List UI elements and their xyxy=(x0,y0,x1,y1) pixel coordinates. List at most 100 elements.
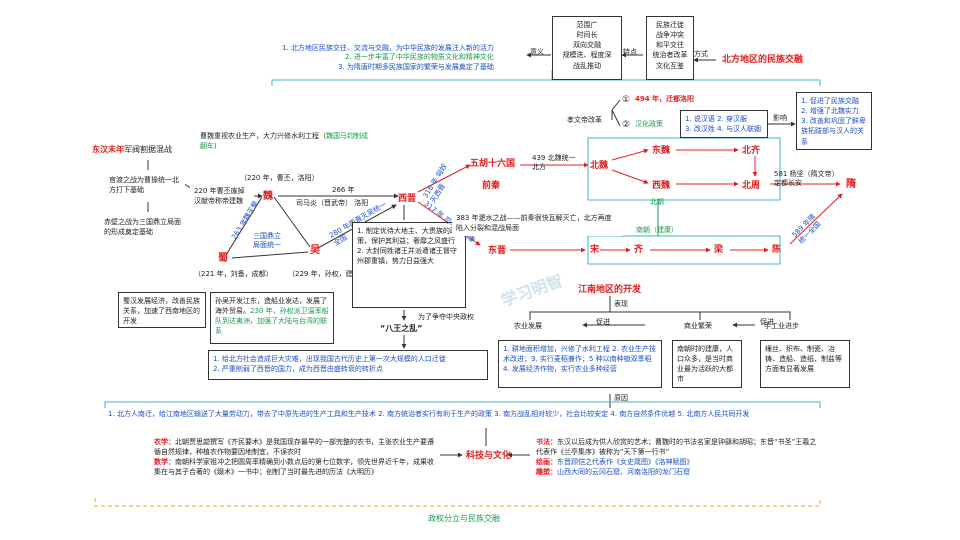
footer-title: 政权分立与民族交融 xyxy=(428,514,500,523)
xijin-node: 西晋 xyxy=(398,194,417,204)
shougong-box: 缫丝、织布、制瓷、冶铸、造船、造纸、制盐等方面有显著发展 xyxy=(760,340,850,388)
shougong-text: 缫丝、织布、制瓷、冶铸、造船、造纸、制盐等方面有显著发展 xyxy=(765,345,842,374)
fangshi-item: 统治者改革 xyxy=(652,51,688,60)
nongxue-label: 农学： xyxy=(154,438,175,446)
wu-dev-text: 孙吴开发江东，造船业发达，发展了海外贸易。 xyxy=(215,297,327,316)
beiwei-node: 北魏 xyxy=(590,161,609,171)
reform-item: 1. 说汉语 2. 穿汉服 xyxy=(685,115,748,123)
sui-node: 隋 xyxy=(846,179,856,190)
effect-label: 影响 xyxy=(773,114,787,122)
y581: 581 杨坚（隋文帝）定都长安 xyxy=(774,170,836,188)
shufa-label: 书法： xyxy=(536,438,557,446)
beiqi-node: 北齐 xyxy=(742,146,761,156)
xijin-item: 1. 制定优待大地主、大贵族的政策，保护其利益；奢靡之风盛行 xyxy=(357,227,457,246)
feishui-text: 383 年淝水之战——前秦很快瓦解灭亡，北方再度陷入分裂和混战局面 xyxy=(452,210,622,237)
bei-label: 北朝 xyxy=(650,198,664,206)
shu-dev: 蜀汉发展经济，改善民族关系，加速了西南地区的开发 xyxy=(118,292,206,328)
chibi-text: 赤壁之战为三国鼎立局面的形成奠定基础 xyxy=(100,214,186,241)
tk-center: 三国鼎立局面统一 xyxy=(253,232,281,250)
era-name: 东汉末年 xyxy=(92,145,124,154)
wu-date: （229 年，孙权，建业） xyxy=(288,270,367,278)
fangshi-item: 战争冲突 xyxy=(656,31,684,40)
result-item: 2. 严重削弱了西晋的国力，成为西晋由盛转衰的转折点 xyxy=(213,365,383,374)
wu-dev: 孙吴开发江东，造船业发达，发展了海外贸易。230 年，孙权派卫温率船队到达夷洲，… xyxy=(210,292,334,344)
diaosu-text: 山西大同的云冈石窟、河南洛阳的龙门石窟 xyxy=(557,468,690,477)
yuanyin-label: 原因 xyxy=(614,394,628,402)
result-item: 1. 给北方社会造成巨大灾难，出现我国古代历史上第一次大规模的人口迁徙 xyxy=(213,355,446,363)
jin-year: 266 年 xyxy=(332,186,355,194)
qianqin-node: 前秦 xyxy=(482,181,501,191)
tedian-item: 规模迭、程度深 xyxy=(562,51,612,60)
shufa-text: 东汉以后成为供人欣赏的艺术；曹魏时的书法名家是钟繇和胡昭；东晋“书圣”王羲之代表… xyxy=(536,438,817,457)
reform-item: 3. 改汉姓 4. 与汉人联姻 xyxy=(685,125,762,134)
wu-node: 吴 xyxy=(310,245,320,256)
guandu-text: 官渡之战为曹操统一北方打下基础 xyxy=(105,172,185,199)
tedian-label: 特点 xyxy=(623,48,637,56)
yiyi-label: 意义 xyxy=(530,48,544,56)
tedian-item: 时间长 xyxy=(576,31,598,40)
reform-items: 1. 说汉语 2. 穿汉服 3. 改汉姓 4. 与汉人联姻 xyxy=(680,110,768,138)
yiyi-item: 3. 为隋唐时期多民族国家的繁荣与发展奠定了基础 xyxy=(338,62,494,71)
culture-left: 农学：北朝贾思勰撰写《齐民要术》是我国现存最早的一部完整的农书，主张农业生产要遵… xyxy=(150,434,438,486)
tedian-box: 范围广 时间长 双向交融 规模迭、程度深 战乱推动 xyxy=(552,16,622,80)
xijin-results: 1. 给北方社会造成巨大灾难，出现我国古代历史上第一次大规模的人口迁徙 2. 严… xyxy=(208,350,488,380)
reasons-text: 1. 北方人南迁，给江南地区输送了大量劳动力，带去了中原先进的生产工具和生产技术… xyxy=(108,410,750,418)
liang-node: 梁 xyxy=(714,245,724,255)
xijin-item: 2. 大封同姓诸王并派遣诸王督守州郡重镇，势力日益强大 xyxy=(357,247,457,266)
reasons-box: 1. 北方人南迁，给江南地区输送了大量劳动力，带去了中原先进的生产工具和生产技术… xyxy=(104,408,844,422)
fangshi-item: 民族迁徙 xyxy=(656,21,684,29)
nongxue-text: 北朝贾思勰撰写《齐民要术》是我国现存最早的一部完整的农书，主张农业生产要遵循自然… xyxy=(154,438,434,457)
dongwei-node: 东魏 xyxy=(652,146,671,156)
tedian-item: 双向交融 xyxy=(573,41,601,50)
cao-text: 曹魏重视农业生产，大力兴修水利工程（魏国马钧制成翻车） xyxy=(196,128,374,155)
wuhu-node: 五胡十六国 xyxy=(470,159,516,169)
shu-date: （221 年，刘备，成都） xyxy=(194,270,273,278)
tedian-item: 战乱推动 xyxy=(573,61,601,70)
reform-num-2: ② xyxy=(622,120,631,130)
tedian-item: 范围广 xyxy=(576,21,598,29)
shangye-label: 商业繁荣 xyxy=(684,322,712,330)
era-label: 东汉末年军阀割据混战 xyxy=(92,145,172,156)
fangshi-box: 民族迁徙 战争冲突 和平交往 统治者改革 文化互鉴 xyxy=(646,16,694,80)
feishui: 383 年淝水之战——前秦很快瓦解灭亡，北方再度陷入分裂和混战局面 xyxy=(456,214,612,233)
nongye-text: 1. 耕地面积增加，兴修了水利工程 2. 农业生产技术改进；3. 实行麦稻兼作；… xyxy=(503,345,657,374)
north-title: 北方地区的民族交融 xyxy=(722,55,804,65)
dongjin-node: 东晋 xyxy=(488,246,507,256)
shangye-text: 南朝时的建康，人口众多，是当时商业最为活跃的大都市 xyxy=(677,345,733,384)
beizhou-node: 北周 xyxy=(742,181,761,191)
chen-node: 陈 xyxy=(772,245,782,255)
shu-node: 蜀 xyxy=(218,253,228,264)
qi-node: 齐 xyxy=(634,245,644,255)
huihua-label: 绘画： xyxy=(536,458,557,467)
effect-item: 1. 促进了民族交融 xyxy=(801,97,859,105)
biaoxian-label: 表现 xyxy=(614,300,628,308)
diaosu-label: 雕塑： xyxy=(536,468,557,477)
shuxue-text: 南朝科学家祖冲之把圆周率精确到小数点后的第七位数字，领先世界近千年，成果收集在与… xyxy=(154,458,434,477)
fangshi-item: 和平交往 xyxy=(656,41,684,50)
culture-title: 科技与文化 xyxy=(466,451,512,461)
song-node: 宋 xyxy=(590,245,600,255)
eight-kings: “八王之乱” xyxy=(380,324,423,333)
yiyi-item: 2. 进一步丰富了中华民族的物质文化和精神文化 xyxy=(345,53,494,62)
cao-post: ） xyxy=(214,142,221,151)
shougong-label: 手工业进步 xyxy=(764,322,799,330)
cao-blue: 魏国马钧制成翻车 xyxy=(200,132,368,151)
fangshi-label: 方式 xyxy=(694,50,708,58)
culture-right: 书法：东汉以后成为供人欣赏的艺术；曹魏时的书法名家是钟繇和胡昭；东晋“书圣”王羲… xyxy=(532,434,822,486)
wei-date: （220 年，曹丕，洛阳） xyxy=(240,174,319,182)
era-rest: 军阀割据混战 xyxy=(124,145,172,154)
jin-via: 司马炎（晋武帝） 洛阳 xyxy=(296,199,369,207)
nan-label: 南朝（建康） xyxy=(636,226,678,234)
yiyi-item: 1. 北方地区民族交往、交流与交融，为中华民族的发展注入新的活力 xyxy=(282,44,494,52)
jiangnan-title: 江南地区的开发 xyxy=(578,285,642,295)
reform-num-1: ① xyxy=(622,95,631,105)
effect-item: 3. 改善和巩固了鲜卑族拓跋部与汉人的关系 xyxy=(801,117,866,146)
wei-node: 魏 xyxy=(263,191,273,202)
huihua-text: 东晋顾恺之代表作《女史箴图》《洛神赋图》 xyxy=(557,458,694,467)
fangshi-item: 文化互鉴 xyxy=(656,61,684,70)
y439: 439 北魏统一北方 xyxy=(532,154,576,172)
yiyi-list: 1. 北方地区民族交往、交流与交融，为中华民族的发展注入新的活力 2. 进一步丰… xyxy=(282,44,494,72)
xiwei-node: 西魏 xyxy=(652,181,671,191)
nongye-label: 农业发展 xyxy=(514,322,542,330)
xijin-struggle: 为了争夺中央政权 xyxy=(418,313,474,321)
